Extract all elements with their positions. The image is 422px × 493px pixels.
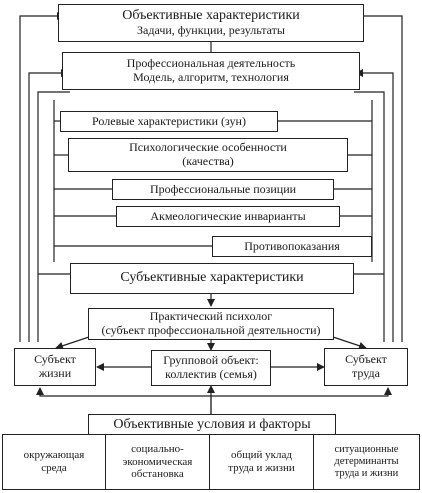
acmeological-invariants-box: Акмеологические инварианты	[116, 206, 340, 227]
subjective-characteristics-box: Субъективные характеристики	[70, 263, 354, 294]
environment-factor-box: окружающая среда	[2, 434, 106, 490]
lifestyle-factor-box: общий уклад труда и жизни	[209, 434, 314, 490]
practical-psychologist-box: Практический психолог (субъект профессио…	[88, 308, 334, 340]
group-object-box: Групповой объект: коллектив (семья)	[151, 350, 271, 386]
socio-economic-factor-box: социально- экономическая обстановка	[105, 434, 210, 490]
activity-subtitle: Модель, алгоритм, технология	[133, 70, 289, 84]
subject-life-box: Субъект жизни	[14, 348, 96, 386]
objective-characteristics-box: Объективные характеристики Задачи, функц…	[58, 4, 364, 42]
objective-conditions-box: Объективные условия и факторы	[88, 414, 336, 436]
psychological-features-box: Психологические особенности (качества)	[68, 138, 348, 172]
objective-title: Объективные характеристики	[122, 8, 300, 24]
situational-factor-box: ситуационные детерминанты труда и жизни	[313, 434, 420, 490]
activity-title: Профессиональная деятельность	[126, 56, 296, 71]
subject-work-box: Субъект труда	[324, 348, 408, 386]
objective-subtitle: Задачи, функции, результаты	[137, 23, 285, 38]
professional-positions-box: Профессиональные позиции	[112, 179, 334, 200]
professional-activity-box: Профессиональная деятельность Модель, ал…	[62, 52, 360, 90]
role-characteristics-box: Ролевые характеристики (зун)	[60, 111, 278, 132]
contraindications-box: Противопоказания	[212, 236, 372, 257]
